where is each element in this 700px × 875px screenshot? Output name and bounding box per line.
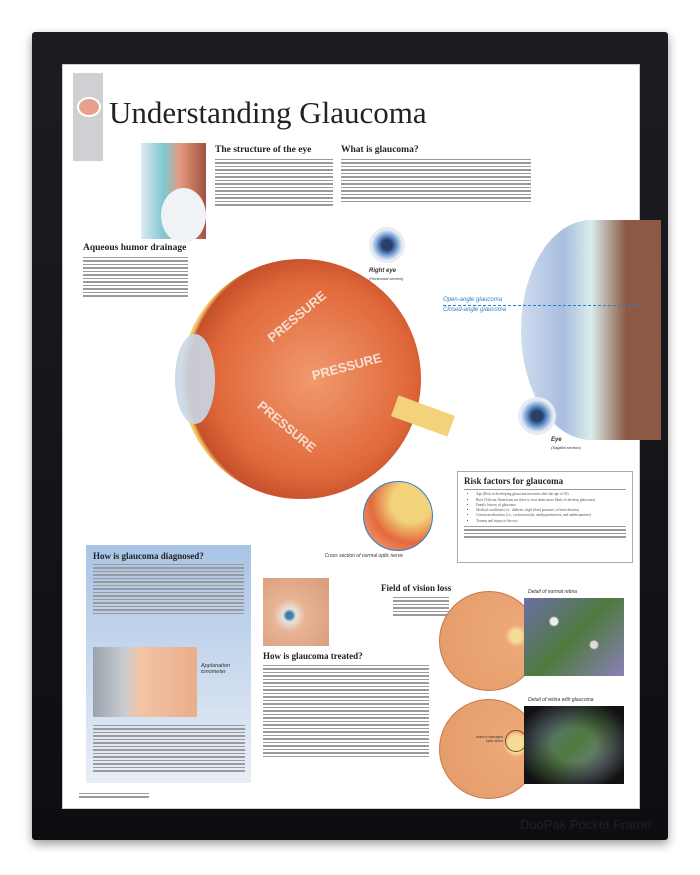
risk-item: Family history of glaucoma xyxy=(476,503,626,508)
normal-retina xyxy=(439,591,539,691)
poster-title: Understanding Glaucoma xyxy=(109,95,427,130)
risk-item: Trauma and injury to the eye xyxy=(476,519,626,524)
risk-item: Certain medications (i.e., corticosteroi… xyxy=(476,513,626,518)
normal-vision-photo xyxy=(524,598,624,676)
eye-structure-illustration xyxy=(141,143,206,243)
treated-heading: How is glaucoma treated? xyxy=(263,651,363,661)
eye-drop-photo xyxy=(263,578,329,646)
head-logo xyxy=(73,73,103,161)
damaged-area-label: Area of damaged optic nerve xyxy=(476,735,503,743)
optic-nerve-cross-section xyxy=(363,481,433,551)
glaucoma-retina-label: Detail of retina with glaucoma xyxy=(528,697,594,703)
sagittal-eye-icon xyxy=(518,397,556,435)
right-eye-sub-label: (Horizontal section) xyxy=(369,276,404,281)
glaucoma-vision-photo xyxy=(524,706,624,784)
cross-section-label: Cross section of normal optic nerve xyxy=(324,553,403,559)
right-eye-label: Right eye xyxy=(369,268,397,274)
open-angle-label: Open-angle glaucoma xyxy=(443,297,503,303)
poster: Understanding Glaucoma The structure of … xyxy=(62,64,661,809)
right-eye-icon xyxy=(369,227,405,263)
eye-label: Eye xyxy=(551,437,562,443)
risk-factors-box: Risk factors for glaucoma Age (Risk of d… xyxy=(457,471,633,563)
diagnosed-heading: How is glaucoma diagnosed? xyxy=(93,551,204,561)
pressure-label: PRESSURE xyxy=(254,397,319,456)
aqueous-heading: Aqueous humor drainage xyxy=(83,243,187,253)
tonometer-caption: Applanation tonometer xyxy=(201,663,231,675)
risk-heading: Risk factors for glaucoma xyxy=(464,476,564,486)
risk-item: Race (African-Americans are three to fou… xyxy=(476,498,626,503)
structure-heading: The structure of the eye xyxy=(215,145,312,155)
eye-sub-label: (Sagittal section) xyxy=(551,445,581,450)
pressure-label: PRESSURE xyxy=(310,349,384,384)
pressure-label: PRESSURE xyxy=(264,287,329,346)
eyeball-cross-section: PRESSURE PRESSURE PRESSURE xyxy=(175,259,421,499)
risk-item: Medical conditions (i.e., diabetes, high… xyxy=(476,508,626,513)
tonometer-photo xyxy=(93,647,197,717)
closed-angle-label: Closed-angle glaucoma xyxy=(443,307,507,313)
risk-item: Age (Risk of developing glaucoma increas… xyxy=(476,492,626,497)
what-is-heading: What is glaucoma? xyxy=(341,145,419,155)
field-heading: Field of vision loss xyxy=(381,583,452,593)
watermark: DuoPak Pocket Frame xyxy=(520,817,651,832)
normal-retina-label: Detail of normal retina xyxy=(528,589,577,595)
